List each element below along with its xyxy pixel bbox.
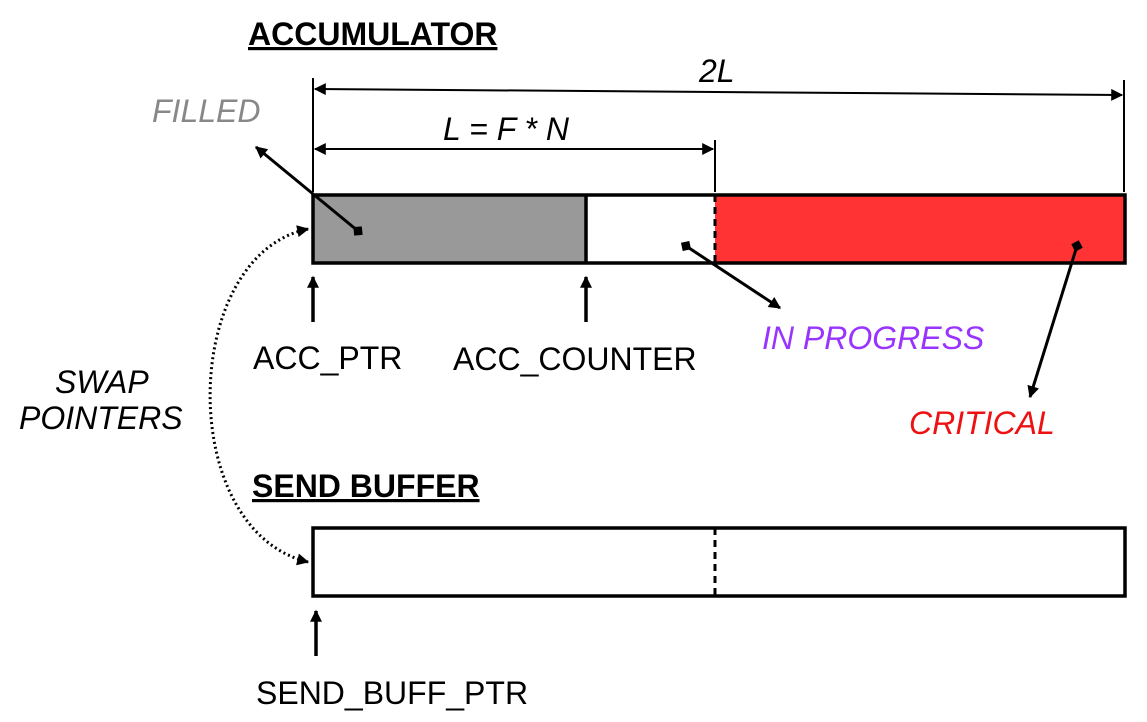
send-buffer-title: SEND BUFFER bbox=[252, 468, 480, 504]
acc-counter-label: ACC_COUNTER bbox=[453, 341, 697, 377]
span-total-arrow bbox=[313, 83, 1124, 101]
acc-ptr-label: ACC_PTR bbox=[253, 340, 402, 376]
in-progress-label: IN PROGRESS bbox=[762, 320, 984, 356]
accumulator-title: ACCUMULATOR bbox=[248, 16, 497, 52]
filled-pointer-arrow bbox=[255, 145, 363, 236]
critical-pointer-arrow bbox=[1027, 240, 1083, 399]
in-progress-pointer-arrow bbox=[680, 240, 782, 310]
swap-label-line2: POINTERS bbox=[19, 400, 183, 436]
span-window-label: L = F * N bbox=[443, 111, 570, 147]
critical-region bbox=[715, 195, 1125, 263]
send-buff-ptr-label: SEND_BUFF_PTR bbox=[256, 675, 528, 711]
swap-pointers-curve bbox=[208, 225, 310, 566]
critical-label: CRITICAL bbox=[909, 405, 1055, 441]
swap-label-line1: SWAP bbox=[55, 364, 149, 400]
span-total-label: 2L bbox=[698, 53, 735, 89]
send-buffer-bar-outline bbox=[311, 526, 1127, 598]
filled-label: FILLED bbox=[152, 93, 260, 129]
